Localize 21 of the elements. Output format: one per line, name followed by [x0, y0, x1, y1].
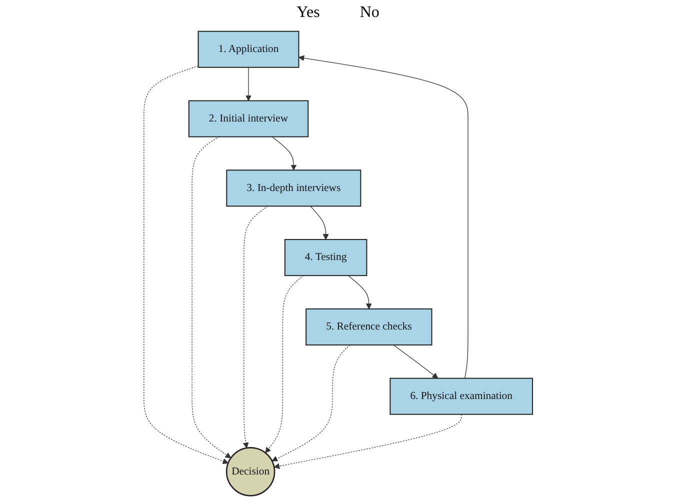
arrow: [242, 206, 268, 448]
arrow: [272, 344, 350, 462]
arrow: [143, 66, 228, 464]
arrow: [271, 136, 296, 170]
arrow: [310, 206, 329, 240]
arrow: [274, 414, 462, 470]
arrow: [392, 344, 438, 379]
node-circle: Decision: [226, 447, 276, 496]
arrow: [298, 55, 468, 379]
arrow: [348, 275, 372, 310]
node-box: 2. Initial interview: [188, 100, 308, 138]
annotation-text: No: [360, 4, 380, 22]
arrow: [264, 275, 304, 454]
annotation-text: Yes: [296, 4, 320, 22]
node-box: 5. Reference checks: [305, 308, 432, 346]
node-box: 4. Testing: [284, 239, 367, 276]
arrow: [192, 136, 231, 458]
node-box: 1. Application: [198, 30, 300, 68]
node-box: 6. Physical examination: [389, 378, 533, 415]
node-box: 3. In-depth interviews: [226, 170, 361, 207]
arrow: [245, 67, 252, 101]
